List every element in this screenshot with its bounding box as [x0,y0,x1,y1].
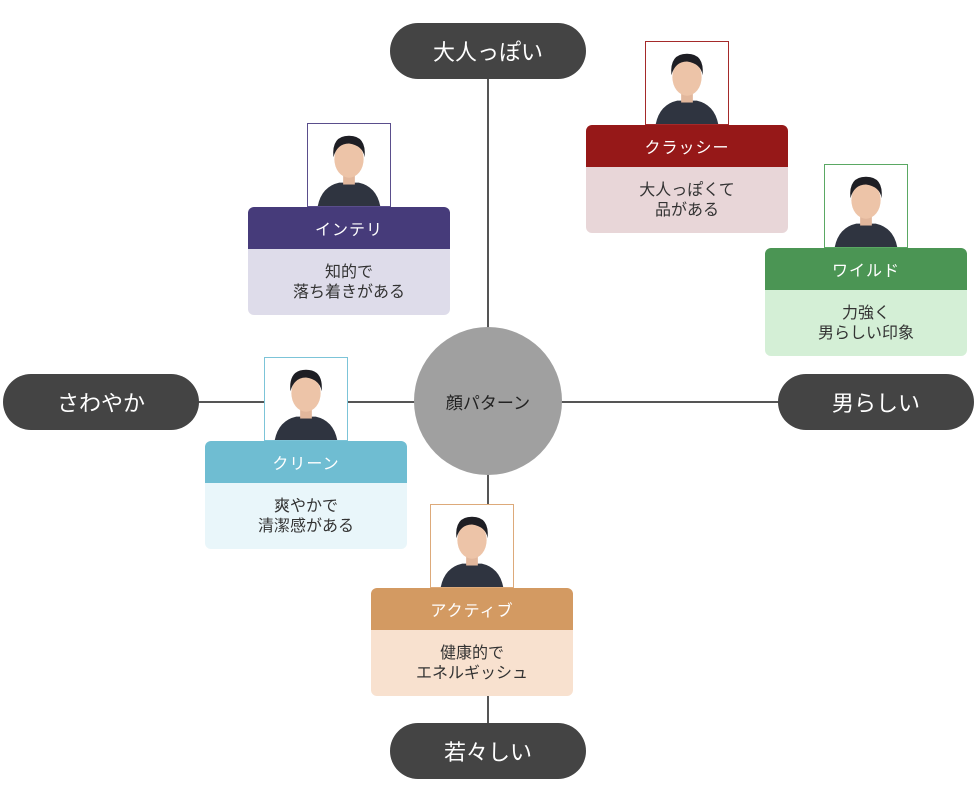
portrait-photo-intelli [307,123,391,207]
person-silhouette-icon [440,516,504,587]
portrait-photo-classy [645,41,729,125]
axis-label-bottom: 若々しい [390,723,586,779]
pattern-description: 大人っぽくて 品がある [586,167,788,233]
person-silhouette-icon [834,176,898,247]
description-line: 落ち着きがある [292,282,405,301]
person-silhouette-icon [274,369,338,440]
pattern-card-active: アクティブ 健康的で エネルギッシュ [371,588,573,696]
pattern-description: 健康的で エネルギッシュ [371,630,573,696]
pattern-card-classy: クラッシー 大人っぽくて 品がある [586,125,788,233]
description-line: 健康的で [439,643,504,662]
description-line: 知的で [324,262,373,281]
axis-label-left: さわやか [3,374,199,430]
person-silhouette-icon [655,53,719,124]
description-line: 男らしい印象 [817,323,914,342]
pattern-title: ワイルド [765,248,967,290]
portrait-photo-wild [824,164,908,248]
pattern-card-clean: クリーン 爽やかで 清潔感がある [205,441,407,549]
pattern-title: クラッシー [586,125,788,167]
pattern-title: インテリ [248,207,450,249]
pattern-description: 知的で 落ち着きがある [248,249,450,315]
pattern-description: 爽やかで 清潔感がある [205,483,407,549]
portrait-photo-active [430,504,514,588]
description-line: エネルギッシュ [415,663,528,682]
axis-label-right: 男らしい [778,374,974,430]
description-line: 力強く [841,303,890,322]
pattern-card-wild: ワイルド 力強く 男らしい印象 [765,248,967,356]
pattern-title: クリーン [205,441,407,483]
pattern-description: 力強く 男らしい印象 [765,290,967,356]
portrait-photo-clean [264,357,348,441]
pattern-title: アクティブ [371,588,573,630]
pattern-card-intelli: インテリ 知的で 落ち着きがある [248,207,450,315]
center-node: 顔パターン [414,327,562,475]
description-line: 大人っぽくて [639,180,735,199]
axis-label-top: 大人っぽい [390,23,586,79]
description-line: 品がある [654,200,719,219]
description-line: 爽やかで [273,496,338,515]
person-silhouette-icon [317,135,381,206]
description-line: 清潔感がある [257,516,354,535]
